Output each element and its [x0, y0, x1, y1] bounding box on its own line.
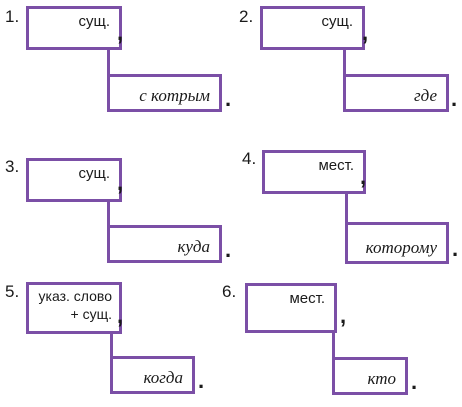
main-clause-label: указ. слово + сущ. [39, 288, 112, 323]
comma: , [117, 170, 124, 195]
main-clause-label: сущ. [321, 13, 353, 30]
period: . [225, 86, 232, 111]
subordinate-clause-box: куда [107, 225, 222, 263]
main-clause-line-1: указ. слово [38, 288, 112, 304]
period: . [452, 236, 459, 261]
main-clause-box: сущ. [26, 6, 122, 50]
main-clause-box: сущ. [26, 158, 122, 202]
main-clause-label: сущ. [78, 165, 110, 182]
subordinate-clause-word: куда [177, 237, 210, 256]
subordinate-clause-word: с котрым [139, 86, 210, 105]
subordinate-clause-box: которому [345, 222, 449, 264]
subordinate-clause-word: которому [365, 238, 437, 257]
connector-line [332, 333, 335, 359]
scheme-number: 6. [222, 282, 237, 301]
comma: , [117, 20, 124, 45]
scheme-number: 5. [5, 282, 20, 301]
subordinate-clause-word: когда [143, 368, 183, 387]
connector-line [110, 334, 113, 358]
scheme-number: 1. [5, 7, 20, 26]
main-clause-box: мест. [245, 283, 337, 333]
subordinate-clause-box: с котрым [107, 74, 222, 112]
comma: , [117, 303, 124, 328]
comma: , [340, 303, 347, 328]
scheme-number: 3. [5, 157, 20, 176]
main-clause-label: мест. [289, 290, 325, 307]
period: . [451, 86, 458, 111]
main-clause-box: указ. слово + сущ. [26, 282, 122, 334]
scheme-number: 2. [239, 7, 254, 26]
subordinate-clause-box: кто [332, 357, 408, 395]
scheme-number: 4. [242, 149, 257, 168]
comma: , [360, 164, 367, 189]
connector-line [107, 50, 110, 76]
subordinate-clause-word: кто [367, 369, 396, 388]
subordinate-clause-box: где [343, 74, 449, 112]
main-clause-box: мест. [262, 150, 366, 194]
comma: , [362, 20, 369, 45]
subordinate-clause-box: когда [110, 356, 195, 394]
main-clause-box: сущ. [260, 6, 365, 50]
main-clause-label: сущ. [78, 13, 110, 30]
main-clause-label: мест. [318, 157, 354, 174]
subordinate-clause-word: где [414, 86, 437, 105]
connector-line [107, 202, 110, 227]
period: . [198, 368, 205, 393]
period: . [411, 369, 418, 394]
main-clause-line-2: + сущ. [70, 305, 112, 322]
connector-line [343, 50, 346, 76]
period: . [225, 237, 232, 262]
connector-line [345, 194, 348, 224]
